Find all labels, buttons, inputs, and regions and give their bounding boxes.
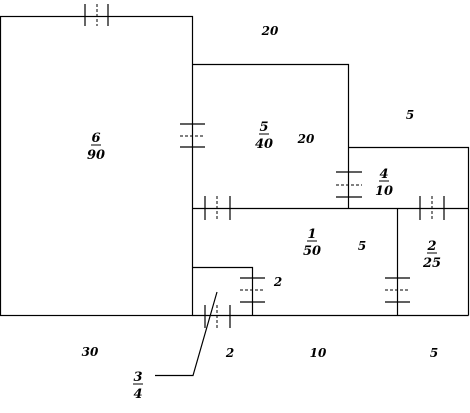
- room-5-number: 5: [259, 120, 268, 135]
- room-3-leader: [155, 291, 218, 377]
- room-6-number: 6: [91, 131, 100, 146]
- room-4-number: 4: [379, 167, 388, 182]
- room-4-area: 10: [375, 184, 393, 199]
- room-6-outline: [0, 15, 194, 317]
- dimension-room-3-side: 2: [273, 275, 282, 289]
- dimension-bottom-left: 30: [82, 345, 99, 359]
- room-3-area: 4: [133, 387, 142, 402]
- room-1-area: 50: [303, 244, 321, 259]
- dimension-top-right: 5: [406, 108, 414, 122]
- door-room-1-left: [204, 196, 231, 220]
- dimension-top-center: 20: [261, 24, 279, 38]
- dimension-bottom-right: 5: [430, 346, 438, 360]
- dimension-room-5-inner: 20: [297, 132, 315, 146]
- room-3-number: 3: [133, 370, 142, 385]
- door-room-2-side: [385, 277, 410, 303]
- room-3-label: 3 4: [133, 370, 143, 402]
- room-4-outline: [348, 146, 470, 316]
- room-4-label: 4 10: [375, 167, 393, 199]
- door-room-3: [240, 277, 265, 303]
- door-room-2-top: [419, 196, 445, 220]
- dimension-bottom-2: 2: [225, 346, 234, 360]
- room-2-number: 2: [426, 239, 436, 254]
- room-5-outline: [192, 63, 350, 209]
- dimension-room-1-inner: 5: [358, 239, 366, 253]
- room-6-area: 90: [87, 148, 105, 163]
- room-3-outline: [192, 266, 254, 316]
- room-5-area: 40: [255, 137, 273, 152]
- room-1-label: 1 50: [303, 227, 321, 259]
- room-2-label: 2 25: [422, 239, 441, 271]
- door-top-room-6: [84, 4, 109, 26]
- door-room-4: [336, 171, 362, 198]
- room-5-label: 5 40: [255, 120, 273, 152]
- door-bottom-entrance: [204, 305, 231, 328]
- room-1-number: 1: [307, 227, 316, 242]
- door-room-6-to-5: [180, 123, 205, 148]
- dimension-bottom-10: 10: [310, 346, 327, 360]
- room-6-label: 6 90: [87, 131, 105, 163]
- room-2-area: 25: [422, 256, 441, 271]
